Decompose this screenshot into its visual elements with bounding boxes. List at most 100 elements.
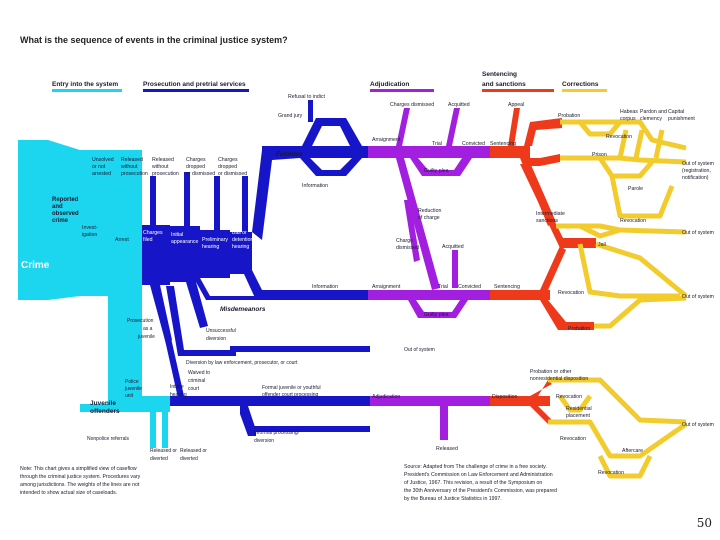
preliminary-hearing-label-2: hearing <box>202 244 219 250</box>
capital-label-2: punishment <box>668 116 695 122</box>
misd-arraignment-line <box>368 290 490 300</box>
released-diverted-1a: Released or <box>150 448 177 454</box>
entry-labels: Crime Reported and observed crime Unsolv… <box>21 157 207 462</box>
crime-label: Crime <box>21 260 50 271</box>
stage-adjudication-label: Adjudication <box>370 81 409 88</box>
diversion-label: Diversion by law enforcement, prosecutor… <box>186 360 298 366</box>
charge-dismissed-label-2: dismissed <box>396 245 419 251</box>
unsuccessful-label-1: Unsuccessful <box>206 328 236 334</box>
adjudication-labels: Charges dismissed Acquitted Arraignment … <box>372 102 485 452</box>
prison-label: Prison <box>592 152 607 158</box>
out-of-system-4-label: Out of system <box>682 422 714 428</box>
prosecution-juvenile-label-1: Prosecution <box>127 318 154 324</box>
habeas-label-2: corpus <box>620 116 636 122</box>
intermediate-revocation <box>578 223 621 239</box>
disposition-line <box>490 396 550 406</box>
source-line-5: by the Bureau of Justice Statistics in 1… <box>404 496 502 502</box>
reduction-label-1: Reduction <box>418 208 441 214</box>
to-misdemeanors <box>244 270 368 300</box>
stage-corrections-label: Corrections <box>562 81 599 88</box>
waived-label-2: criminal <box>188 378 205 384</box>
page-number: 50 <box>696 516 712 530</box>
stage-sentencing-label-1: Sentencing <box>482 71 517 78</box>
to-residential <box>530 406 552 424</box>
habeas-label-1: Habeas <box>620 109 638 115</box>
released-branch <box>113 158 119 198</box>
grand-jury-branch <box>302 118 362 146</box>
to-jail-red <box>520 164 566 248</box>
unsuccessful-diversion <box>186 282 208 328</box>
refusal-to-indict-stub <box>308 100 313 122</box>
adjudication-juvenile-label: Adjudication <box>372 394 400 400</box>
probation-2-label: Probation <box>568 326 590 332</box>
out-of-system-reg-3: notification) <box>682 175 709 181</box>
stage-bar-sentencing <box>482 89 554 92</box>
appeal-up <box>508 108 520 146</box>
note-block: Note: This chart gives a simplified view… <box>20 466 141 496</box>
released-diverted-1b: diverted <box>150 456 168 462</box>
information-2-label: Information <box>312 284 338 290</box>
source-line-1: Source: Adapted from The challenge of cr… <box>404 464 547 470</box>
probation-label: Probation <box>558 113 580 119</box>
intake-label-1: Intake <box>170 384 184 390</box>
out-of-system-1-label: Out of system <box>404 347 435 353</box>
probation-other-label-1: Probation or other <box>530 369 572 375</box>
refusal-to-indict-label: Refusal to indict <box>288 94 325 100</box>
juvenile-channel <box>108 296 142 408</box>
guilty-plea-label: Guilty plea <box>424 168 449 174</box>
misd-guilty-plea <box>408 300 468 318</box>
corrections-labels: Probation Revocation Habeas corpus Pardo… <box>530 109 714 476</box>
charges-dropped2-label-2: dropped <box>218 164 237 170</box>
guilty-plea-2-label: Guilty plea <box>424 312 449 318</box>
reported-label-3: observed <box>52 211 79 217</box>
note-line-1: Note: This chart gives a simplified view… <box>20 466 137 472</box>
aftercare-revocation <box>597 454 653 479</box>
juvenile-offenders-label-1: Juvenile <box>90 400 116 407</box>
bail-label-3: hearing <box>232 244 249 250</box>
out-of-system-reg-2: (registration, <box>682 168 711 174</box>
juvenile-offenders-label-2: offenders <box>90 408 120 415</box>
juvenile-revocation-loop <box>557 394 593 413</box>
informal-label-2: diversion <box>254 438 274 444</box>
note-line-4: intended to show actual size of caseload… <box>20 490 117 496</box>
charges-dropped2-label-3: or dismissed <box>218 171 247 177</box>
felonies-line <box>262 146 368 158</box>
misd-sentencing-line <box>490 290 550 300</box>
revocation-4-label: Revocation <box>556 394 582 400</box>
stage-sentencing-label-2: and sanctions <box>482 81 526 88</box>
charges-dropped-label-3: or dismissed <box>186 171 215 177</box>
waived-line <box>156 298 184 398</box>
sentencing-label: Sentencing <box>490 141 516 147</box>
bail-block <box>230 232 252 274</box>
adjudication-flows <box>368 108 490 440</box>
juvenile-released <box>440 406 448 440</box>
stage-bar-prosecution <box>143 89 249 92</box>
juvenile-release-2 <box>162 412 168 448</box>
acquitted-2-label: Acquitted <box>442 244 464 250</box>
felony-guilty-plea <box>410 158 472 176</box>
dropped-branch-3 <box>214 176 220 230</box>
charges-filed-label-2: filed <box>143 237 153 243</box>
to-probation <box>524 118 562 146</box>
acquitted-up <box>446 108 460 146</box>
formal-juvenile-line <box>170 396 370 406</box>
charges-filed-label-1: Charges <box>143 230 163 236</box>
prosecution-juvenile-label-2: as a <box>143 326 153 332</box>
charges-dropped2-label-1: Charges <box>218 157 238 163</box>
felonies-label: Felonies <box>276 151 303 158</box>
residential-label-1: Residential <box>566 406 592 412</box>
revocation-2-label: Revocation <box>620 218 646 224</box>
to-felonies <box>252 146 300 240</box>
misdemeanor-branch <box>196 278 262 300</box>
prosecution-flows <box>142 100 370 436</box>
source-block: Source: Adapted from The challenge of cr… <box>404 464 557 502</box>
initial-appearance-block <box>170 226 200 282</box>
revocation-label: Revocation <box>606 134 632 140</box>
capital-label-1: Capital <box>668 109 684 115</box>
bail-label-2: detention <box>232 237 253 243</box>
unsuccessful-label-2: diversion <box>206 336 226 342</box>
arraignment-2-label: Arraignment <box>372 284 401 290</box>
probation-2-line <box>558 322 594 330</box>
acquitted-label: Acquitted <box>448 102 470 108</box>
